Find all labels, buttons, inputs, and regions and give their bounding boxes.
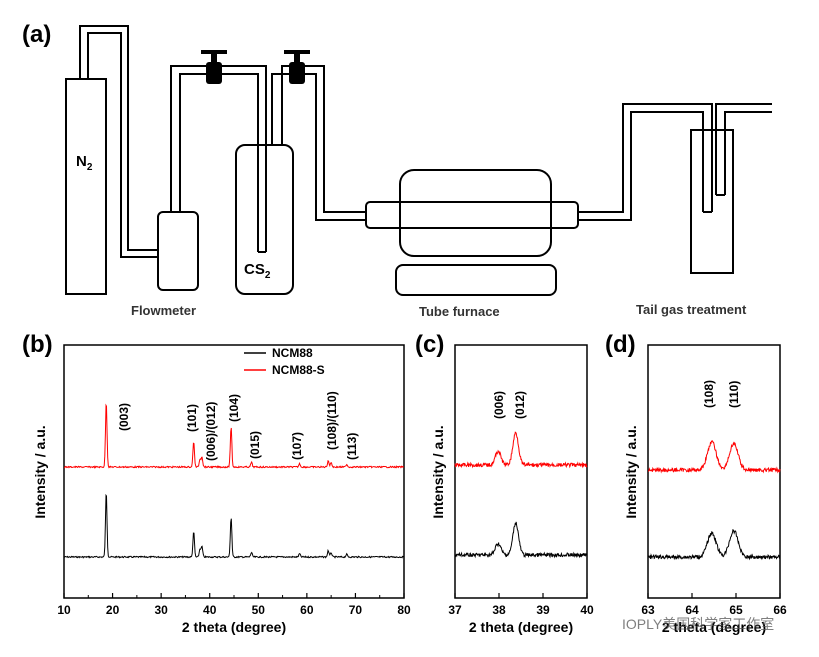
series-ncm88-s — [64, 403, 405, 469]
watermark: IOPLY美国科学家工作室 — [622, 616, 774, 632]
x-tick-label-10: 10 — [57, 603, 71, 617]
legend-label-ncm88: NCM88 — [272, 346, 313, 360]
series-ncm88-s — [648, 439, 781, 474]
x-tick-label-50: 50 — [252, 603, 266, 617]
xrd-zoom-d-chart: 63 64 65 66 (108) (110) 2 theta (degree) In… — [623, 344, 787, 635]
x-tick-label-40: 40 — [203, 603, 217, 617]
x-tick-label-80: 80 — [397, 603, 411, 617]
x-tick-label-63: 63 — [641, 603, 655, 617]
x-tick-label-20: 20 — [106, 603, 120, 617]
apparatus-schematic — [65, 25, 772, 296]
x-tick-label-64: 64 — [685, 603, 699, 617]
exhaust-outer — [715, 103, 772, 195]
legend: NCM88 NCM88-S — [244, 346, 325, 377]
peak-label-101: (101) — [185, 404, 199, 432]
n2-label: N2 — [76, 153, 93, 173]
tube-furnace-label: Tube furnace — [419, 304, 500, 319]
cs2-label: CS2 — [244, 261, 271, 281]
peak-label-113: (113) — [345, 433, 359, 460]
x-tick-label-30: 30 — [154, 603, 168, 617]
plot-frame-b — [63, 344, 405, 599]
peak-labels-c: (006) (012) — [492, 391, 527, 419]
x-tick-label-70: 70 — [349, 603, 363, 617]
cs2-bubbler — [235, 144, 294, 295]
valve-2 — [284, 50, 310, 84]
series-ncm88 — [454, 521, 588, 559]
x-axis-title-d: 2 theta (degree) — [662, 619, 766, 635]
pipe-tail-inner — [578, 111, 704, 221]
x-tick-label-60: 60 — [300, 603, 314, 617]
panel-label-a: (a) — [22, 21, 51, 48]
peak-label-110: (110) — [727, 381, 741, 408]
x-tick-label-65: 65 — [729, 603, 743, 617]
furnace-base — [395, 264, 557, 296]
peak-label-006: (006) — [492, 391, 506, 419]
panel-label-b: (b) — [22, 331, 53, 358]
peak-label-107: (107) — [290, 432, 304, 460]
x-axis-title-b: 2 theta (degree) — [182, 619, 286, 635]
series-ncm88 — [647, 528, 781, 561]
panel-label-c: (c) — [415, 331, 444, 358]
xrd-full-chart: 10 20 30 40 50 60 70 80 NCM88 NCM88-S (003) (10… — [32, 344, 411, 635]
peak-labels-b: (003) (101) (006)/(012) (104) (015) (107… — [117, 391, 359, 461]
n2-cylinder — [65, 78, 107, 295]
pipe-n2-outer — [79, 25, 158, 251]
xrd-zoom-c-chart: 37 38 39 40 (006) (012) 2 theta (degree) In… — [430, 344, 594, 635]
panel-label-d: (d) — [605, 331, 636, 358]
x-tick-label-39: 39 — [536, 603, 550, 617]
pipe-tail-outer — [578, 103, 713, 213]
exhaust-inner — [724, 111, 772, 195]
plot-frame-c — [454, 344, 588, 599]
legend-label-ncm88s: NCM88-S — [272, 363, 325, 377]
series-ncm88-s — [454, 431, 588, 469]
peak-label-108-110: (108)/(110) — [325, 391, 339, 450]
flowmeter-label: Flowmeter — [131, 303, 196, 318]
furnace-body — [399, 169, 552, 257]
series-ncm88 — [63, 493, 405, 559]
x-axis-title-c: 2 theta (degree) — [469, 619, 573, 635]
peak-label-012: (012) — [513, 391, 527, 419]
x-tick-label-66: 66 — [773, 603, 787, 617]
y-axis-title-b: Intensity / a.u. — [32, 425, 48, 518]
pipe-cs2-outer — [271, 73, 366, 221]
tail-gas-label: Tail gas treatment — [636, 302, 747, 317]
peak-labels-d: (108) (110) — [702, 380, 741, 408]
x-tick-label-38: 38 — [492, 603, 506, 617]
furnace-tube — [365, 201, 579, 229]
pipe-n2-inner — [87, 32, 158, 258]
y-axis-title-c: Intensity / a.u. — [430, 425, 446, 518]
x-tick-label-40: 40 — [580, 603, 594, 617]
peak-label-108: (108) — [702, 380, 716, 408]
pipe-fm-inner — [179, 73, 259, 252]
peak-label-104: (104) — [227, 394, 241, 422]
peak-label-006-012: (006)/(012) — [204, 402, 218, 461]
peak-label-015: (015) — [248, 431, 262, 459]
peak-label-003: (003) — [117, 403, 131, 431]
tail-gas-bottle — [690, 129, 734, 274]
y-axis-title-d: Intensity / a.u. — [623, 425, 639, 518]
x-tick-label-37: 37 — [448, 603, 462, 617]
pipe-cs2-inner — [281, 65, 366, 213]
valve-1 — [201, 50, 227, 84]
pipe-fm-outer — [170, 65, 267, 212]
flowmeter-box — [157, 211, 199, 291]
